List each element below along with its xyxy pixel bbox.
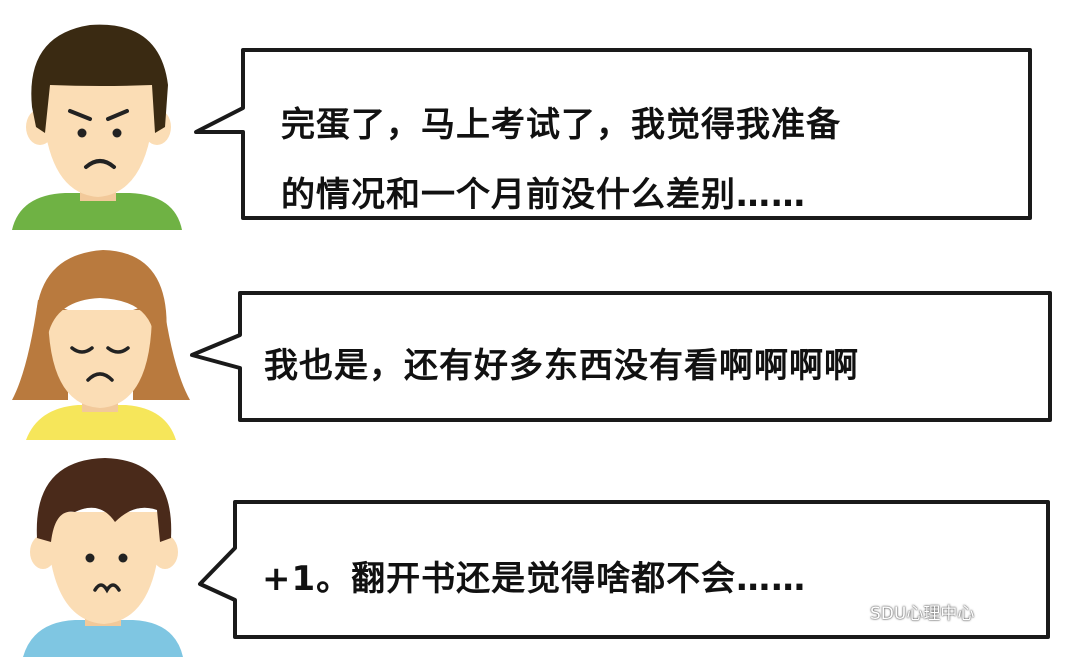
eye-left bbox=[85, 553, 95, 563]
message-girl: 我也是，还有好多东西没有看啊啊啊啊 bbox=[264, 342, 859, 390]
mouth-frown bbox=[84, 159, 116, 169]
message-boy-1: 完蛋了，马上考试了，我觉得我准备 的情况和一个月前没什么差别…… bbox=[281, 90, 841, 230]
shirt bbox=[23, 620, 183, 657]
message-line: 的情况和一个月前没什么差别…… bbox=[281, 175, 806, 215]
eye-right bbox=[112, 128, 122, 138]
shirt bbox=[12, 193, 182, 230]
message-line: 完蛋了，马上考试了，我觉得我准备 bbox=[281, 105, 841, 145]
hair-top bbox=[35, 250, 167, 340]
face bbox=[42, 85, 155, 197]
mouth-wavy bbox=[93, 583, 121, 594]
speech-bubble-2 bbox=[190, 291, 1052, 422]
speech-bubble-3 bbox=[198, 500, 1050, 639]
brow-left bbox=[68, 109, 92, 121]
wechat-icon bbox=[840, 600, 866, 621]
eye-left-closed bbox=[70, 346, 94, 354]
boy-avatar-worried bbox=[12, 24, 182, 230]
shirt bbox=[26, 405, 176, 440]
watermark-text: SDU心理中心 bbox=[870, 603, 975, 624]
hair bbox=[31, 24, 169, 134]
eye-left bbox=[77, 128, 87, 138]
eye-right-closed bbox=[106, 346, 130, 354]
eye-right bbox=[118, 553, 128, 563]
face bbox=[47, 512, 161, 624]
message-line: +1。翻开书还是觉得啥都不会…… bbox=[262, 559, 807, 599]
watermark: SDU心理中心 bbox=[840, 598, 974, 624]
message-line: 我也是，还有好多东西没有看啊啊啊啊 bbox=[264, 346, 859, 386]
speech-bubble-1 bbox=[194, 48, 1032, 220]
brow-right bbox=[106, 109, 129, 121]
hair bbox=[36, 458, 172, 542]
mouth-frown bbox=[86, 372, 114, 382]
message-boy-2: +1。翻开书还是觉得啥都不会…… bbox=[262, 555, 806, 603]
face bbox=[48, 310, 152, 408]
girl-avatar-sad bbox=[12, 250, 190, 440]
boy-avatar-anxious bbox=[23, 458, 183, 657]
